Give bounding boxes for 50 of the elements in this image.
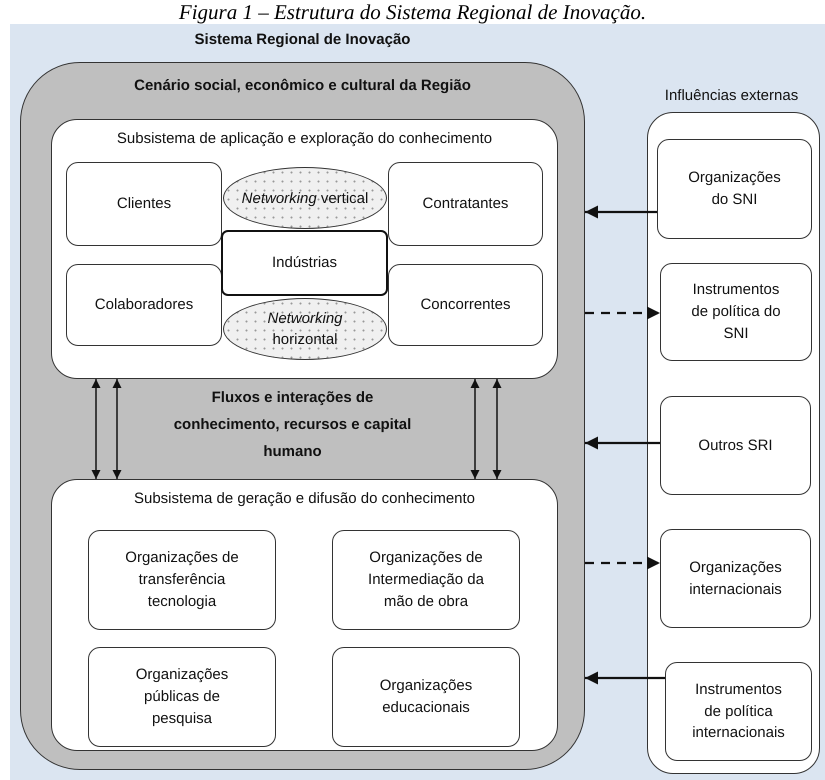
node-label: Organizações públicas de pesquisa	[134, 665, 230, 729]
organization-box	[66, 264, 222, 346]
organization-box	[388, 162, 543, 246]
node-label: Organizações internacionais	[688, 558, 783, 600]
dashed-arrow	[585, 306, 660, 320]
node-label: Concorrentes	[420, 295, 511, 316]
organization-box	[332, 530, 520, 630]
node-label: Outros SRI	[698, 436, 773, 456]
figure-title: Figura 1 – Estrutura do Sistema Regional de Inovação.	[178, 0, 648, 24]
networking-ellipse	[223, 167, 387, 229]
panel-heading: Subsistema de aplicação e exploração do conhecimento	[116, 129, 494, 149]
organization-box	[660, 396, 811, 495]
dashed-arrow	[585, 556, 660, 570]
organization-box	[66, 162, 222, 246]
node-label: Organizações de transferência tecnologia	[124, 548, 240, 612]
double-arrow	[92, 379, 100, 479]
node-label: Colaboradores	[94, 295, 194, 316]
double-arrow	[470, 379, 480, 479]
arrow	[585, 206, 657, 218]
organization-box	[88, 530, 276, 630]
arrow	[585, 436, 660, 450]
subsystem-panel	[51, 119, 558, 379]
node-label: Networking vertical	[242, 188, 368, 208]
double-arrow	[492, 379, 502, 479]
panel-heading: Subsistema de geração e difusão do conhecimento	[132, 489, 476, 509]
organization-box	[332, 647, 520, 747]
organization-box	[660, 529, 811, 628]
node-label: Organizações educacionais	[378, 676, 474, 718]
node-label: Networking horizontal	[266, 309, 344, 350]
node-label: Organizações de Intermediação da mão de obra	[367, 548, 485, 612]
organization-box	[388, 264, 543, 346]
organization-box	[665, 662, 812, 761]
organization-box	[657, 139, 812, 239]
panel-heading: Influências externas	[664, 86, 800, 106]
node-label: Contratantes	[422, 194, 508, 214]
node-label: Organizações do SNI	[687, 168, 782, 210]
subsystem-panel	[51, 479, 558, 751]
flow-label: Fluxos e interações de conhecimento, recursos e capital humano	[172, 388, 412, 462]
organization-box	[660, 263, 812, 361]
networking-ellipse	[223, 298, 387, 360]
node-label: Instrumentos de política internacionais	[691, 680, 786, 744]
industry-box	[221, 230, 388, 296]
region-heading: Cenário social, econômico e cultural da Região	[133, 76, 472, 96]
arrow	[585, 672, 665, 684]
node-label: Instrumentos de política do SNI	[690, 280, 782, 344]
diagram-heading: Sistema Regional de Inovação	[194, 30, 412, 50]
organization-box	[88, 647, 276, 747]
node-label: Indústrias	[272, 253, 338, 274]
double-arrow	[112, 379, 122, 479]
node-label: Clientes	[116, 194, 172, 214]
